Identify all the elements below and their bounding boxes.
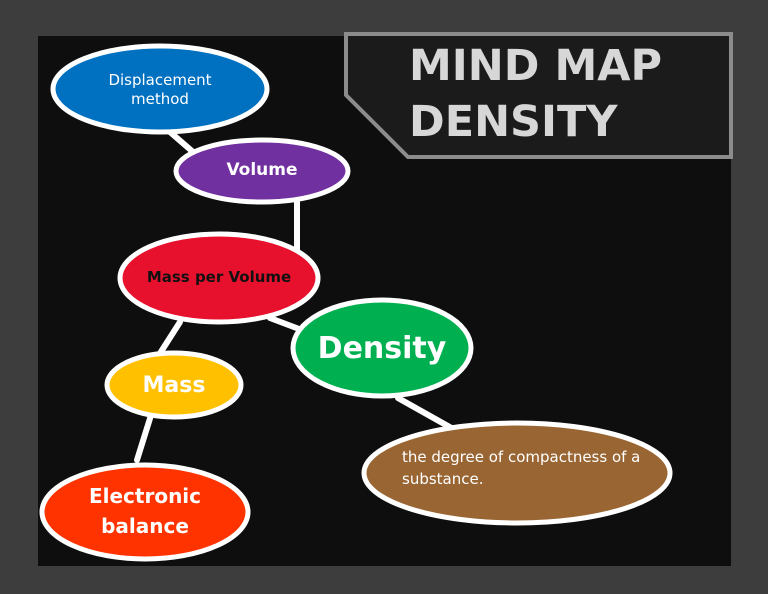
label-definition: the degree of compactness of a substance… bbox=[402, 448, 641, 488]
connector-mass-electronic-balance bbox=[134, 409, 155, 463]
connector-density-definition bbox=[395, 395, 458, 433]
node-electronic-balance bbox=[39, 462, 251, 562]
label-electronic-balance: Electronic balance bbox=[88, 484, 202, 538]
label-mass: Mass bbox=[142, 373, 206, 399]
label-displacement-method: Displacement method bbox=[108, 71, 212, 108]
node-definition bbox=[361, 420, 673, 526]
node-mass bbox=[104, 350, 244, 420]
title-line-1: MIND MAP bbox=[409, 41, 663, 91]
node-volume bbox=[173, 137, 351, 205]
node-density bbox=[290, 297, 474, 399]
title: MIND MAP DENSITY bbox=[409, 38, 727, 150]
title-line-2: DENSITY bbox=[409, 97, 618, 147]
title-banner bbox=[344, 32, 733, 159]
node-displacement-method bbox=[50, 43, 270, 135]
label-density: Density bbox=[317, 331, 447, 367]
label-mass-per-volume: Mass per Volume bbox=[146, 267, 292, 286]
node-mass-per-volume bbox=[117, 231, 321, 325]
label-volume: Volume bbox=[226, 160, 298, 181]
